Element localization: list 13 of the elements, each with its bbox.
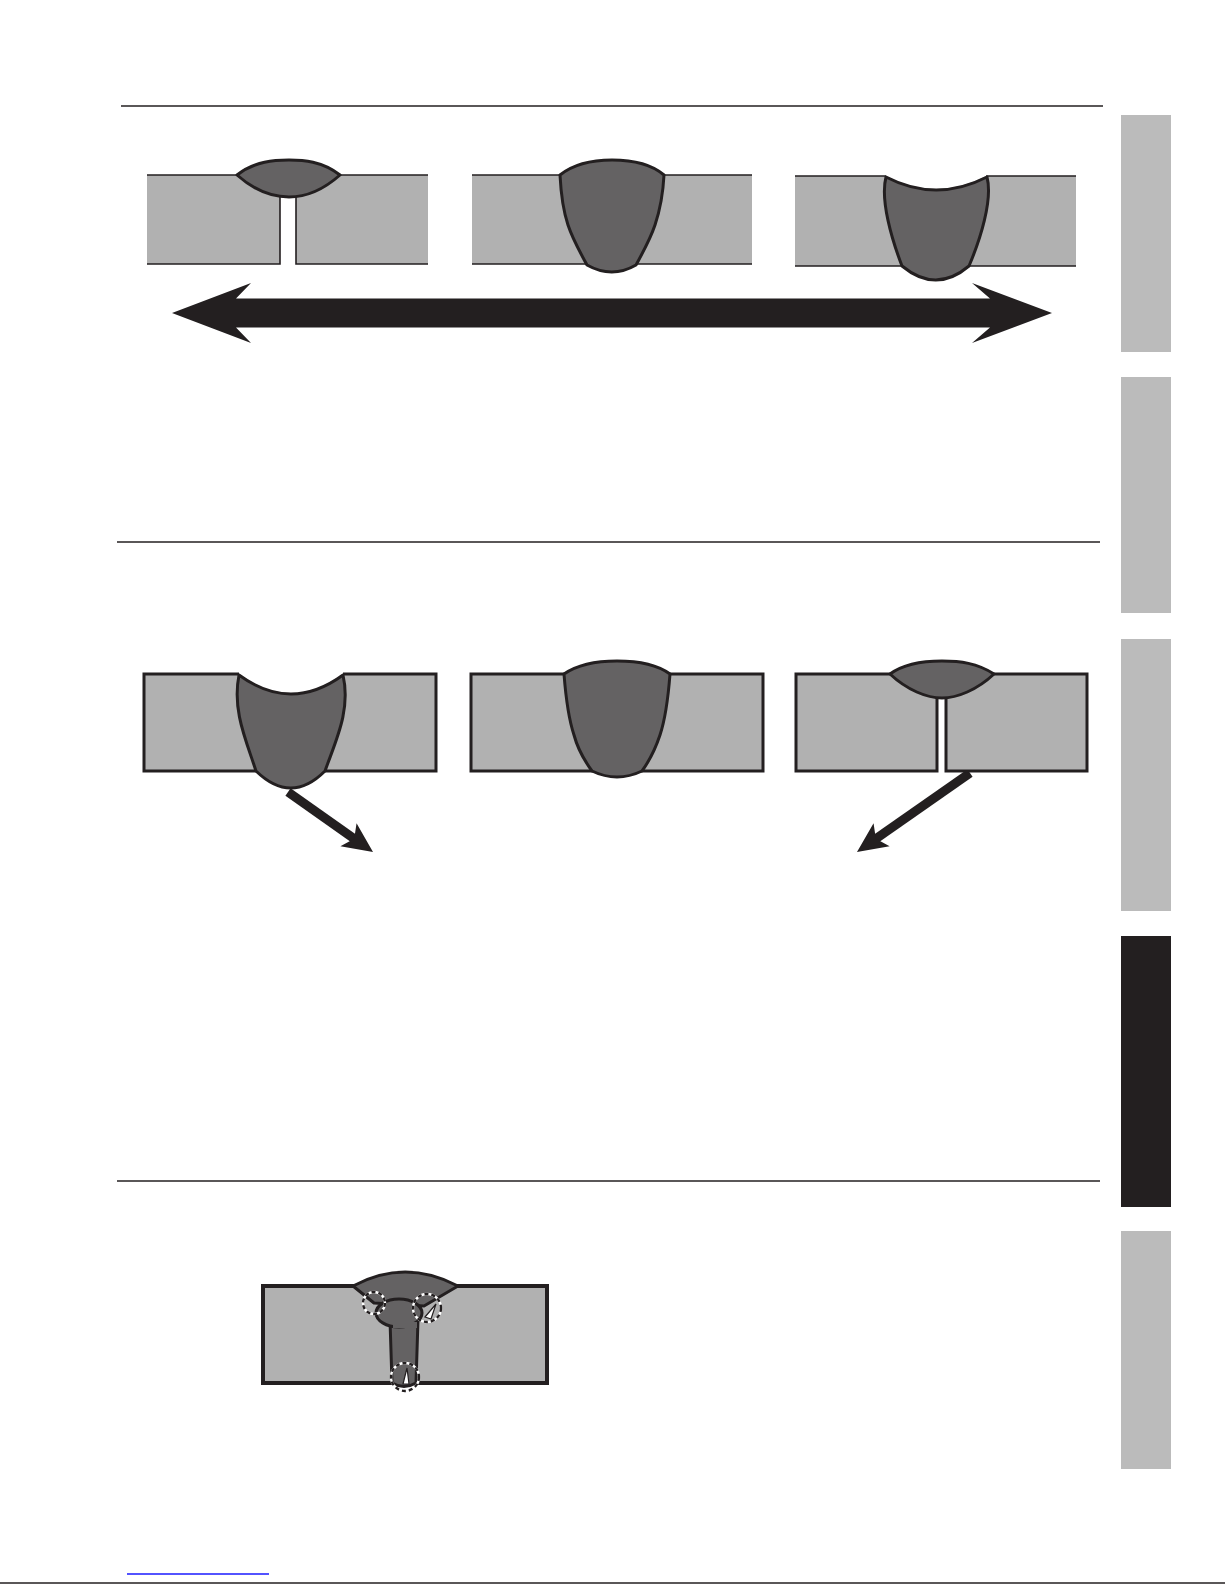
section-tab — [1121, 115, 1171, 352]
weld-section-drawing — [794, 659, 1089, 773]
weld-section-drawing — [146, 158, 430, 266]
weld-section-drawing — [261, 1270, 550, 1393]
weld-section-drawing — [142, 672, 438, 792]
section-tab — [1121, 377, 1171, 613]
section-tab — [1121, 936, 1171, 1207]
weld-section-drawing — [469, 659, 765, 779]
arrow — [285, 788, 373, 852]
section-tab — [1121, 639, 1171, 911]
section-tab — [1121, 1231, 1171, 1469]
weld-section-drawing — [471, 158, 753, 274]
weld-section-drawing — [794, 174, 1077, 282]
